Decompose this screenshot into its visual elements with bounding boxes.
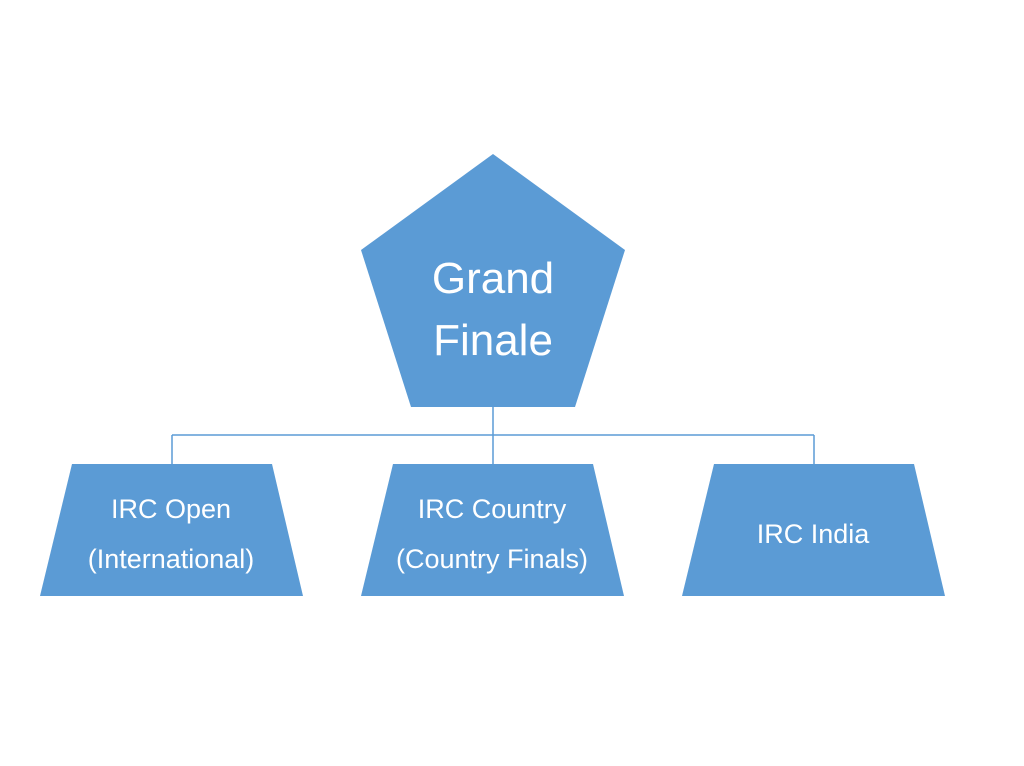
pentagon-shape <box>361 154 625 407</box>
child-node-irc-india: IRC India <box>682 464 945 596</box>
root-label-line-1: Grand <box>432 254 554 303</box>
connectors <box>171 407 815 464</box>
irc-country-label-line-1: IRC Country <box>418 494 567 524</box>
child-node-irc-country: IRC Country (Country Finals) <box>361 464 624 596</box>
child-node-irc-open: IRC Open (International) <box>40 464 303 596</box>
irc-open-label-line-2: (International) <box>88 544 255 574</box>
trapezoid-shape <box>682 464 945 596</box>
irc-open-label-line-1: IRC Open <box>111 494 231 524</box>
trapezoid-shape <box>361 464 624 596</box>
root-label-line-2: Finale <box>433 316 553 365</box>
root-node-grand-finale: Grand Finale <box>361 154 625 407</box>
trapezoid-shape <box>40 464 303 596</box>
irc-india-label: IRC India <box>757 519 871 549</box>
irc-country-label-line-2: (Country Finals) <box>396 544 588 574</box>
